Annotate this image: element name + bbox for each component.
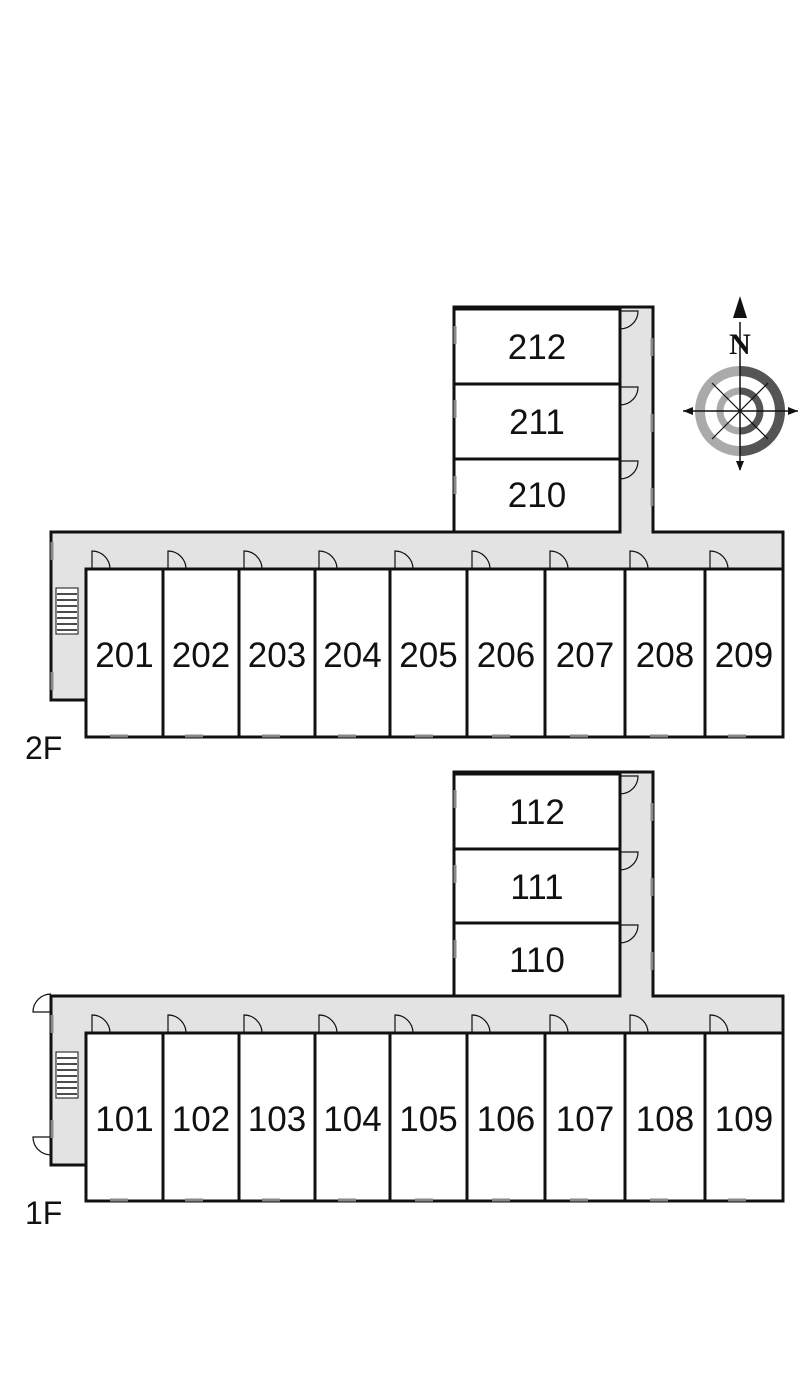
room-number: 109 xyxy=(715,1100,773,1139)
room-110: 110 xyxy=(452,921,639,998)
staircase-icon xyxy=(55,587,79,635)
room-number: 212 xyxy=(508,328,566,367)
door-icon xyxy=(243,1014,263,1034)
door-icon xyxy=(318,1014,338,1034)
floor-2f-plan: 201 202 203 204 205 xyxy=(49,305,785,739)
room-number: 211 xyxy=(509,403,565,442)
room-107: 107 xyxy=(543,1014,627,1203)
room-row: 201 202 203 204 205 xyxy=(84,550,785,739)
room-205: 205 xyxy=(388,550,469,739)
room-104: 104 xyxy=(313,1014,392,1203)
room-208: 208 xyxy=(623,550,707,739)
room-112: 112 xyxy=(452,772,639,851)
door-icon xyxy=(619,775,639,795)
window-marks xyxy=(50,326,746,738)
door-icon xyxy=(619,924,639,944)
door-icon xyxy=(91,550,111,570)
room-number: 105 xyxy=(399,1100,457,1139)
room-number: 205 xyxy=(399,636,457,675)
floor-1f-plan: 101 102 103 104 105 xyxy=(32,770,785,1203)
door-icon xyxy=(167,1014,187,1034)
room-204: 204 xyxy=(313,550,392,739)
room-211: 211 xyxy=(452,382,639,461)
floor-label-1f: 1F xyxy=(25,1195,62,1231)
door-icon xyxy=(32,1136,52,1156)
floor-label-2f: 2F xyxy=(25,730,62,766)
room-111: 111 xyxy=(452,847,639,925)
door-icon xyxy=(709,1014,729,1034)
compass-north-label: N xyxy=(729,328,751,361)
room-108: 108 xyxy=(623,1014,707,1203)
room-row: 101 102 103 104 105 xyxy=(84,1014,785,1203)
room-number: 101 xyxy=(95,1100,153,1139)
room-203: 203 xyxy=(237,550,317,739)
entrance-doors xyxy=(32,993,52,1156)
room-number: 210 xyxy=(508,476,566,515)
room-number: 102 xyxy=(172,1100,230,1139)
room-109: 109 xyxy=(703,1014,785,1203)
room-number: 107 xyxy=(556,1100,614,1139)
room-105: 105 xyxy=(388,1014,469,1203)
room-number: 201 xyxy=(95,636,153,675)
compass-rose-icon xyxy=(683,296,798,471)
room-202: 202 xyxy=(161,550,241,739)
room-number: 103 xyxy=(248,1100,306,1139)
door-icon xyxy=(629,550,649,570)
room-103: 103 xyxy=(237,1014,317,1203)
room-206: 206 xyxy=(465,550,547,739)
door-icon xyxy=(619,460,639,480)
room-number: 106 xyxy=(477,1100,535,1139)
room-number: 206 xyxy=(477,636,535,675)
door-icon xyxy=(394,550,414,570)
door-icon xyxy=(629,1014,649,1034)
room-102: 102 xyxy=(161,1014,241,1203)
staircase-icon xyxy=(55,1051,79,1099)
door-icon xyxy=(709,550,729,570)
room-201: 201 xyxy=(84,550,165,739)
room-207: 207 xyxy=(543,550,627,739)
room-number: 203 xyxy=(248,636,306,675)
room-number: 108 xyxy=(636,1100,694,1139)
window-marks xyxy=(50,790,746,1202)
room-106: 106 xyxy=(465,1014,547,1203)
room-number: 204 xyxy=(323,636,381,675)
room-number: 207 xyxy=(556,636,614,675)
room-number: 208 xyxy=(636,636,694,675)
room-209: 209 xyxy=(703,550,785,739)
door-icon xyxy=(619,310,639,330)
door-icon xyxy=(619,851,639,871)
room-number: 104 xyxy=(323,1100,381,1139)
door-icon xyxy=(619,386,639,406)
door-icon xyxy=(549,1014,569,1034)
door-icon xyxy=(471,1014,491,1034)
door-icon xyxy=(32,993,52,1013)
door-icon xyxy=(318,550,338,570)
door-icon xyxy=(471,550,491,570)
door-icon xyxy=(394,1014,414,1034)
door-icon xyxy=(243,550,263,570)
room-number: 111 xyxy=(510,868,563,907)
door-icon xyxy=(91,1014,111,1034)
door-icon xyxy=(549,550,569,570)
room-wing: 212 211 210 xyxy=(452,307,639,534)
room-number: 112 xyxy=(509,793,565,832)
room-212: 212 xyxy=(452,307,639,386)
door-icon xyxy=(167,550,187,570)
room-210: 210 xyxy=(452,457,639,534)
room-101: 101 xyxy=(84,1014,165,1203)
room-number: 202 xyxy=(172,636,230,675)
room-wing: 112 111 110 xyxy=(452,772,639,998)
room-number: 110 xyxy=(509,941,565,980)
room-number: 209 xyxy=(715,636,773,675)
